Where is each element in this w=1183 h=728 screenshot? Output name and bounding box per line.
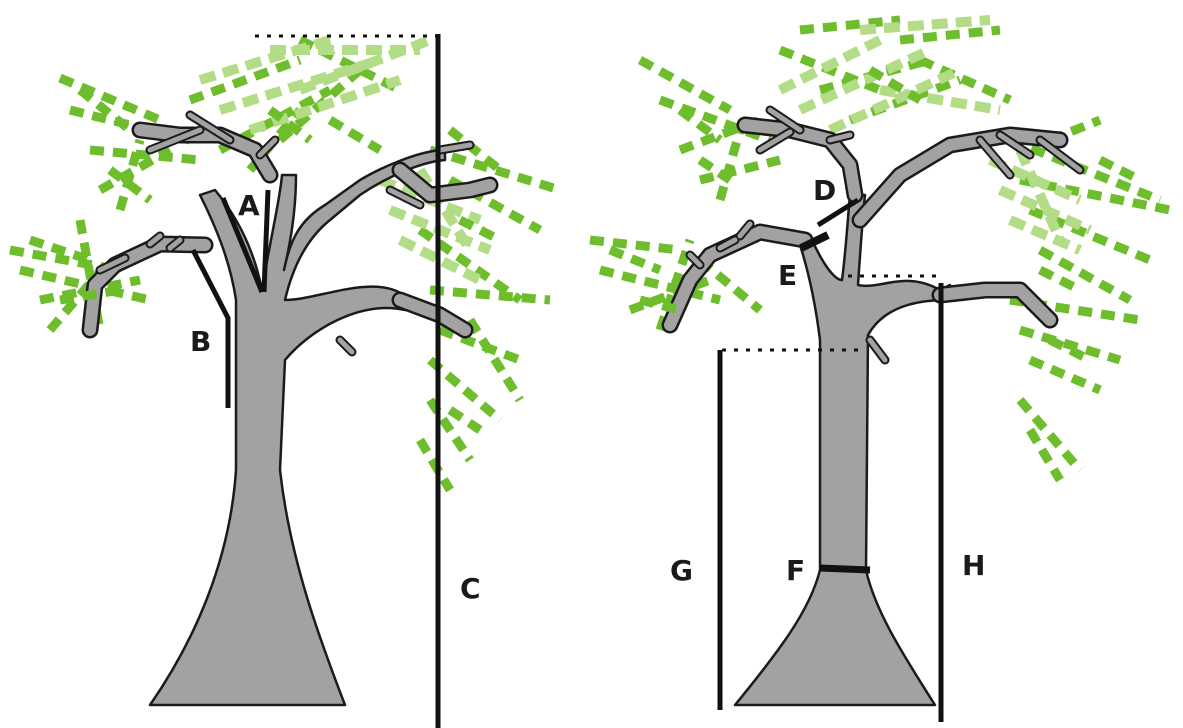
- label-h: H: [962, 549, 985, 582]
- right-tree-trunk: [735, 195, 950, 705]
- measure-b: B: [190, 250, 228, 408]
- label-g: G: [670, 554, 693, 587]
- left-tree: A B C: [10, 34, 560, 728]
- left-tree-trunk: [150, 150, 445, 705]
- label-c: C: [460, 572, 481, 605]
- right-tree-foliage-back: [590, 20, 1170, 480]
- measure-line-f: [820, 568, 870, 570]
- label-b: B: [190, 325, 211, 358]
- label-d: D: [813, 174, 836, 207]
- label-a: A: [238, 189, 260, 222]
- label-f: F: [786, 554, 805, 587]
- label-e: E: [778, 259, 797, 292]
- right-tree: D E F G H: [590, 20, 1170, 722]
